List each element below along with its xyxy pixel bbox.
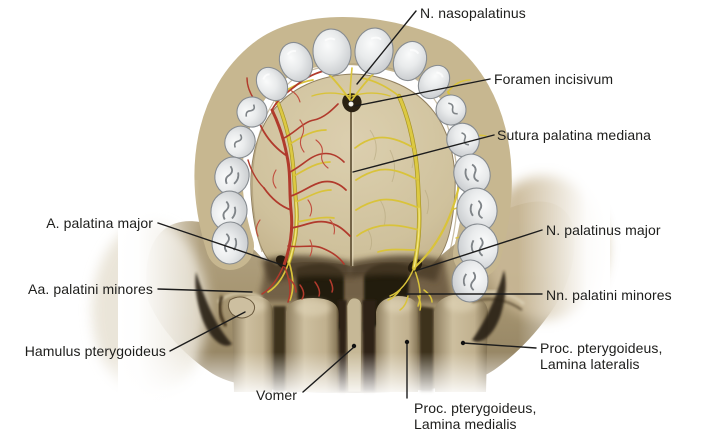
pterygoid-hamulus <box>218 295 256 327</box>
teeth-arch <box>210 27 499 303</box>
label-proc-pterygoideus-lamina-lateralis: Proc. pterygoideus,Lamina lateralis <box>540 340 663 372</box>
lesser-palatine-arteries <box>261 264 334 303</box>
label-n-palatinus-major: N. palatinus major <box>546 222 661 238</box>
label-proc-pterygoideus-lamina-medialis: Proc. pterygoideus,Lamina medialis <box>414 400 537 432</box>
greater-palatine-artery <box>246 69 351 267</box>
leader-lines <box>157 10 543 399</box>
label-n-nasopalatinus: N. nasopalatinus <box>420 5 526 21</box>
incisive-foramen <box>342 93 362 113</box>
label-hamulus-pterygoideus: Hamulus pterygoideus <box>24 343 166 359</box>
label-nn-palatini-minores: Nn. palatini minores <box>546 287 672 303</box>
edge-fades <box>90 150 620 415</box>
lesser-palatine-nerves <box>387 267 433 311</box>
palatal-capillaries <box>255 89 336 257</box>
label-foramen-incisivum: Foramen incisivum <box>494 71 614 87</box>
greater-palatine-nerve-left <box>267 79 335 301</box>
label-a-palatina-major: A. palatina major <box>46 215 153 231</box>
label-sutura-palatina-mediana: Sutura palatina mediana <box>497 127 652 143</box>
leader-dots <box>351 339 466 349</box>
label-aa-palatini-minores: Aa. palatini minores <box>28 281 153 297</box>
label-vomer: Vomer <box>256 387 297 403</box>
median-palatine-suture <box>350 112 354 266</box>
